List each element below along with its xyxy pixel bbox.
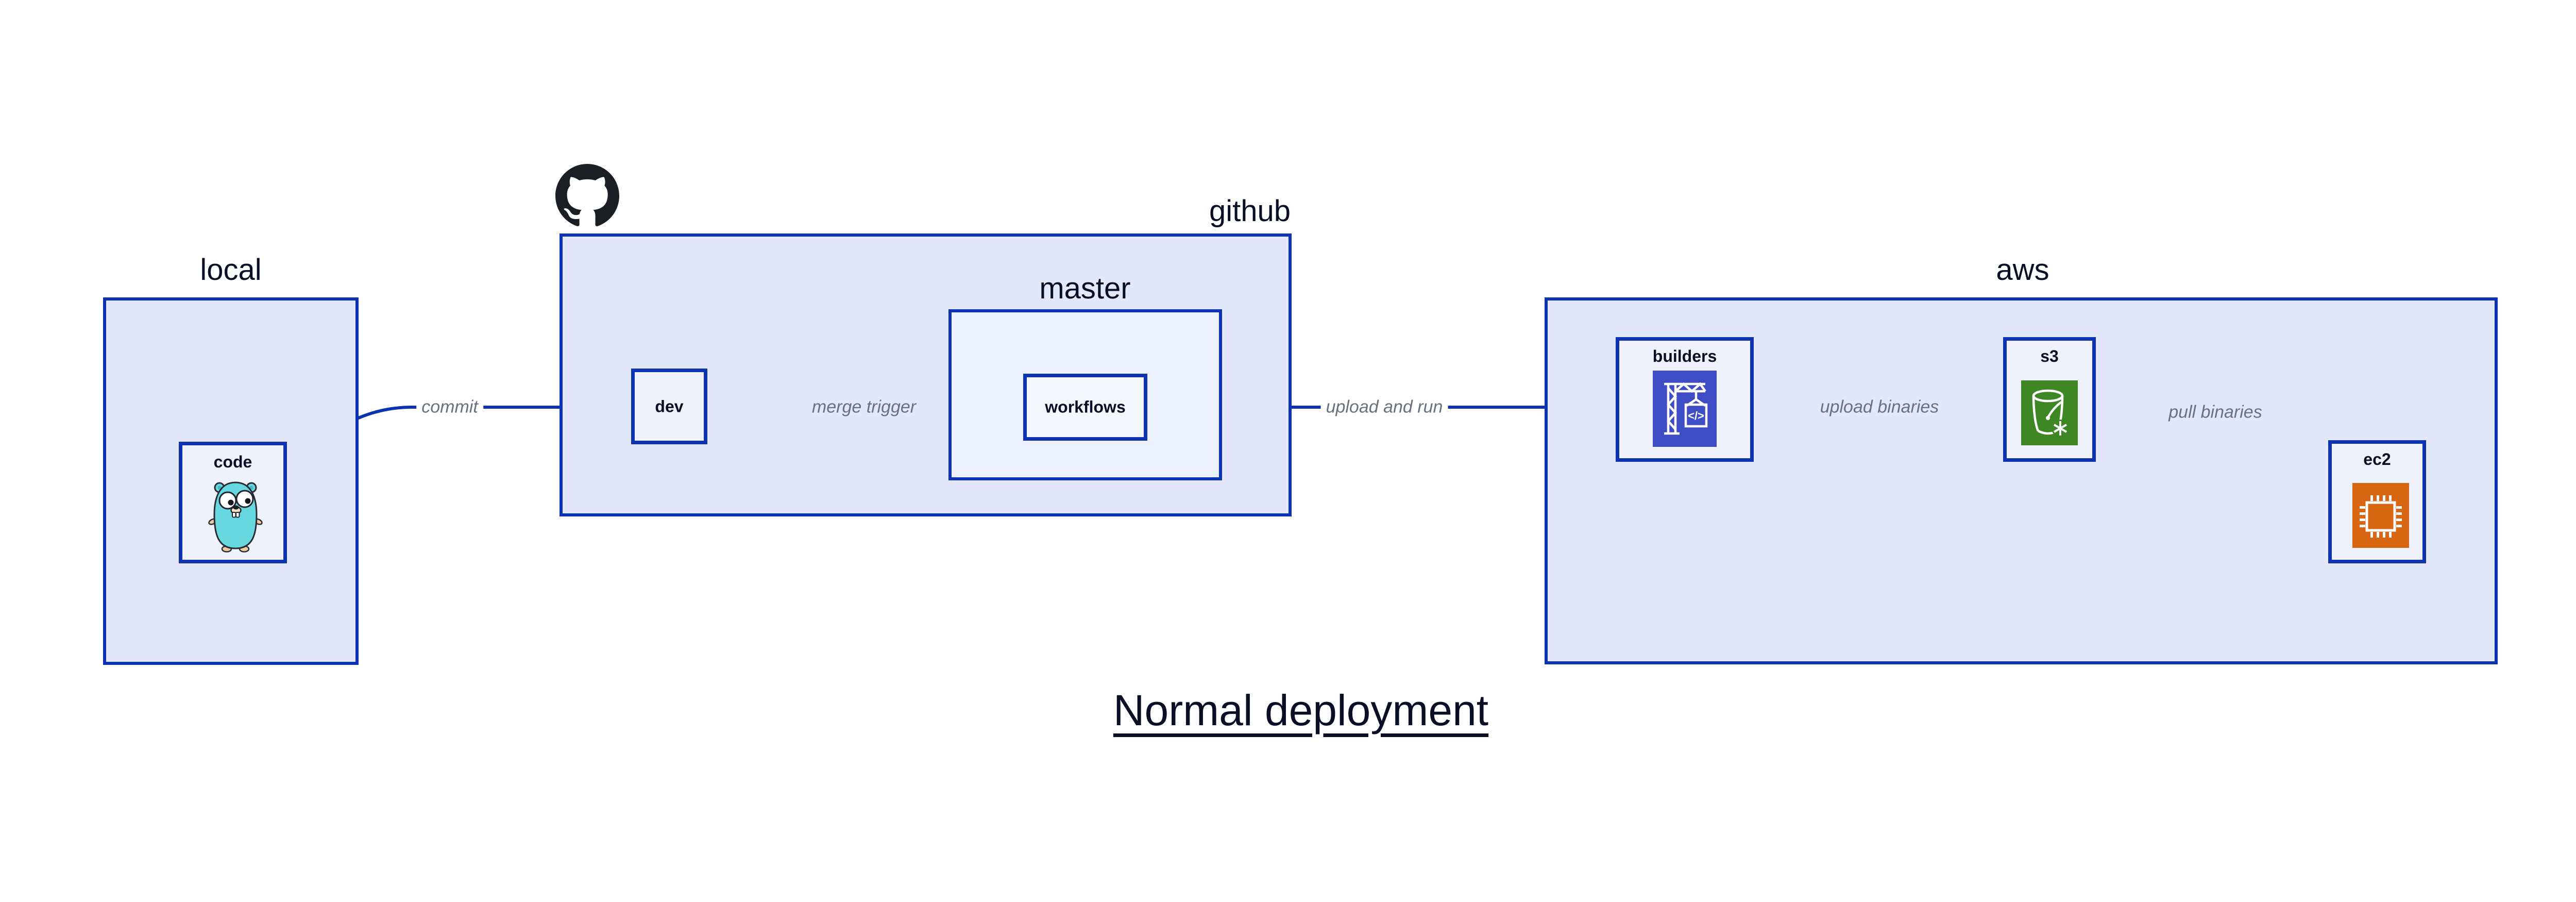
dev-node: dev	[631, 369, 707, 444]
aws-container-label: aws	[1996, 253, 2049, 287]
edge-label-commit: commit	[416, 396, 483, 418]
edge-label-upload-binaries: upload binaries	[1815, 396, 1944, 418]
ec2-node: ec2	[2328, 440, 2426, 563]
s3-node: s3	[2003, 337, 2096, 462]
github-container-label: github	[1209, 194, 1291, 228]
go-gopher-icon	[205, 477, 266, 556]
code-node: code	[179, 442, 287, 563]
workflows-node: workflows	[1023, 374, 1147, 441]
builders-node: builders </>	[1616, 337, 1754, 462]
svg-text:</>: </>	[1688, 409, 1704, 422]
diagram-title: Normal deployment	[1113, 686, 1489, 734]
ec2-node-label: ec2	[2363, 450, 2391, 469]
builders-node-label: builders	[1652, 347, 1717, 365]
s3-node-label: s3	[2040, 347, 2059, 365]
codebuild-crane-icon: </>	[1653, 371, 1717, 449]
master-container-label: master	[1039, 272, 1131, 305]
github-octocat-icon	[555, 164, 619, 230]
workflows-node-label: workflows	[1045, 397, 1126, 416]
ec2-chip-icon	[2352, 483, 2409, 550]
dev-node-label: dev	[655, 397, 684, 415]
edge-label-merge-trigger: merge trigger	[806, 396, 922, 418]
local-container-label: local	[200, 253, 262, 287]
edge-label-upload-and-run: upload and run	[1320, 396, 1448, 418]
edge-label-pull-binaries: pull binaries	[2163, 402, 2267, 423]
s3-bucket-icon	[2021, 380, 2078, 448]
code-node-label: code	[213, 453, 252, 471]
